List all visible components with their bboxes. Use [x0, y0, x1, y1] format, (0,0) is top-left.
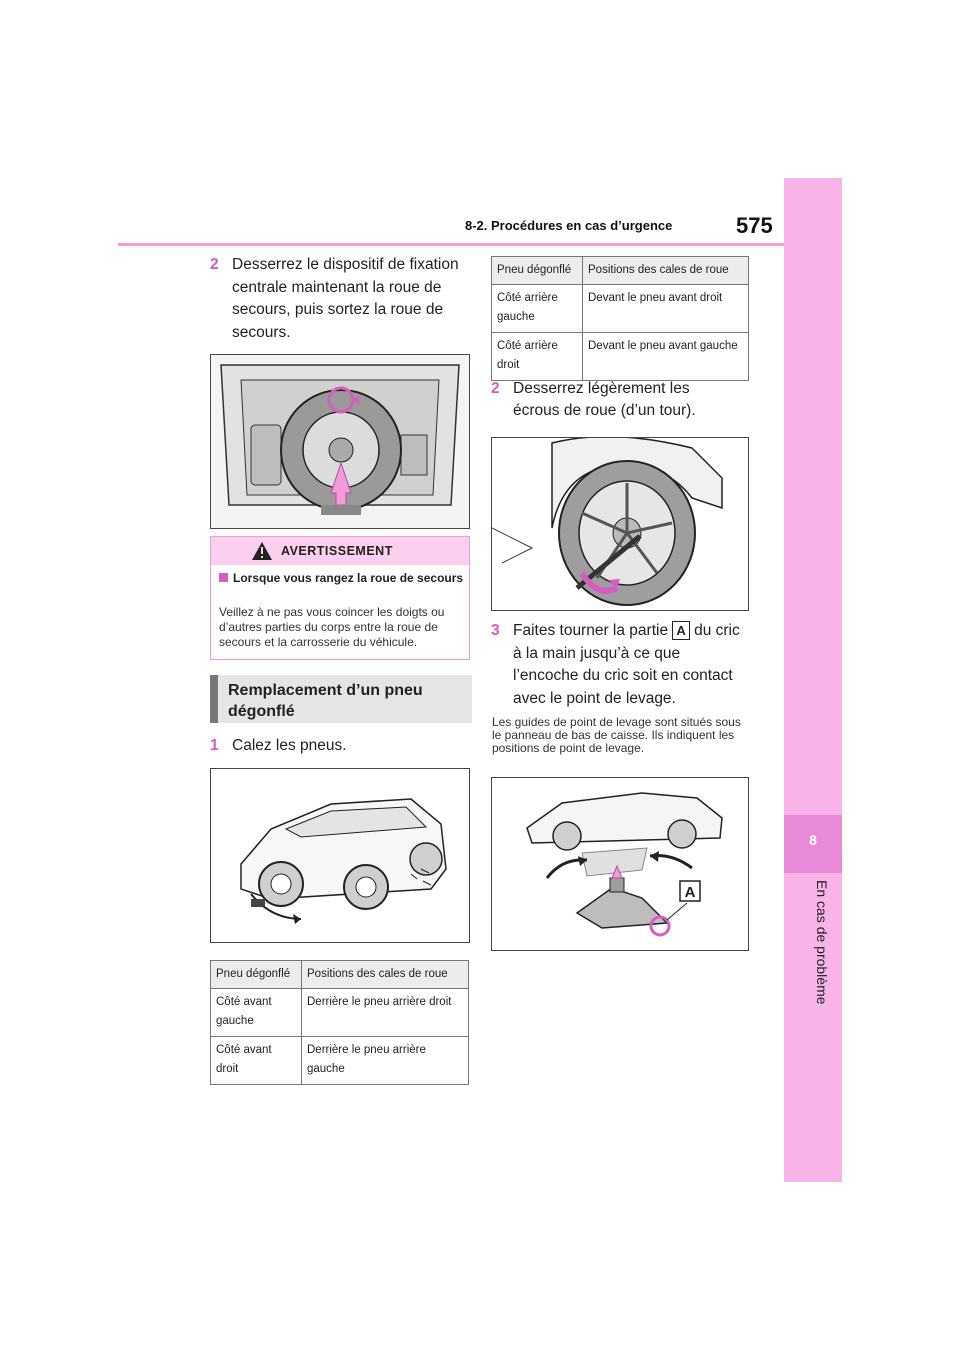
figure-jack-lifting-point: A	[491, 777, 749, 951]
table-header: Positions des cales de roue	[301, 960, 469, 989]
figure-loosen-wheel-nuts	[491, 437, 749, 611]
page-number: 575	[736, 213, 773, 238]
running-header-section: 8-2. Procédures en cas d’urgence	[465, 218, 673, 233]
section-heading: Remplacement d’un pneu dégonflé	[210, 675, 472, 723]
warning-text: Veillez à ne pas vous coincer les doigts…	[219, 605, 445, 649]
wheel-nut-illustration	[492, 438, 723, 606]
table-cell: Devant le pneu avant gauche	[582, 332, 749, 381]
step-text: Calez les pneus.	[232, 737, 347, 754]
figure-suv-wheel-chocks	[210, 768, 470, 943]
step-chock-tires: 1 Calez les pneus.	[210, 735, 472, 757]
chapter-number-box	[784, 815, 842, 873]
header-divider	[118, 243, 784, 246]
warning-title: AVERTISSEMENT	[281, 544, 393, 558]
step-text: Desserrez le dispositif de fixation cent…	[232, 256, 459, 341]
chock-table-rear: Pneu dégonflé Positions des cales de rou…	[491, 256, 749, 381]
spare-tire-illustration	[211, 355, 469, 528]
bullet-square-icon	[219, 573, 228, 582]
table-row: Côté arrière droit Devant le pneu avant …	[491, 332, 749, 381]
step-text: Faites tourner la partie	[513, 622, 669, 639]
chapter-label: En cas de problème	[814, 880, 830, 1005]
chapter-side-tab	[784, 178, 842, 1182]
step-number: 2	[210, 256, 219, 273]
warning-header: AVERTISSEMENT	[211, 537, 469, 565]
step-number: 1	[210, 737, 219, 754]
section-title: Remplacement d’un pneu dégonflé	[228, 682, 423, 720]
step-number: 3	[491, 622, 500, 639]
table-cell: Côté avant droit	[210, 1036, 302, 1085]
warning-bullet-text: Lorsque vous rangez la roue de secours	[233, 571, 464, 585]
warning-box: AVERTISSEMENT Lorsque vous rangez la rou…	[210, 536, 470, 660]
table-cell: Derrière le pneu arrière droit	[301, 988, 469, 1037]
callout-label-a: A	[685, 884, 696, 901]
table-header: Pneu dégonflé	[210, 960, 302, 989]
table-row: Côté arrière gauche Devant le pneu avant…	[491, 284, 749, 333]
table-header: Pneu dégonflé	[491, 256, 583, 285]
callout-label-a: A	[672, 621, 690, 640]
chapter-number: 8	[809, 832, 817, 848]
step-turn-jack: 3 Faites tourner la partie A du cric à la…	[491, 620, 749, 710]
warning-triangle-icon	[252, 542, 272, 560]
figure-spare-tire-trunk	[210, 354, 470, 529]
table-cell: Derrière le pneu arrière gauche	[301, 1036, 469, 1085]
table-header: Positions des cales de roue	[582, 256, 749, 285]
table-cell: Côté arrière gauche	[491, 284, 583, 333]
step-text: Desserrez légèrement les écrous de roue …	[513, 380, 696, 419]
step-text: du cric à la main jusqu’à ce que l’encoc…	[513, 622, 740, 707]
table-row: Côté avant gauche Derrière le pneu arriè…	[210, 988, 469, 1037]
table-cell: Côté arrière droit	[491, 332, 583, 381]
chock-table-front: Pneu dégonflé Positions des cales de rou…	[210, 960, 469, 1085]
table-cell: Côté avant gauche	[210, 988, 302, 1037]
warning-bullet: Lorsque vous rangez la roue de secours	[219, 571, 464, 585]
table-cell: Devant le pneu avant droit	[582, 284, 749, 333]
step-loosen-nuts: 2 Desserrez légèrement les écrous de roue…	[491, 378, 749, 422]
table-row: Côté avant droit Derrière le pneu arrièr…	[210, 1036, 469, 1085]
lift-point-note: Les guides de point de levage sont situé…	[492, 715, 741, 755]
step-remove-spare: 2 Desserrez le dispositif de fixation cen…	[210, 254, 472, 344]
step-number: 2	[491, 380, 500, 397]
jack-illustration: A	[526, 792, 723, 937]
suv-chock-illustration	[240, 798, 447, 924]
